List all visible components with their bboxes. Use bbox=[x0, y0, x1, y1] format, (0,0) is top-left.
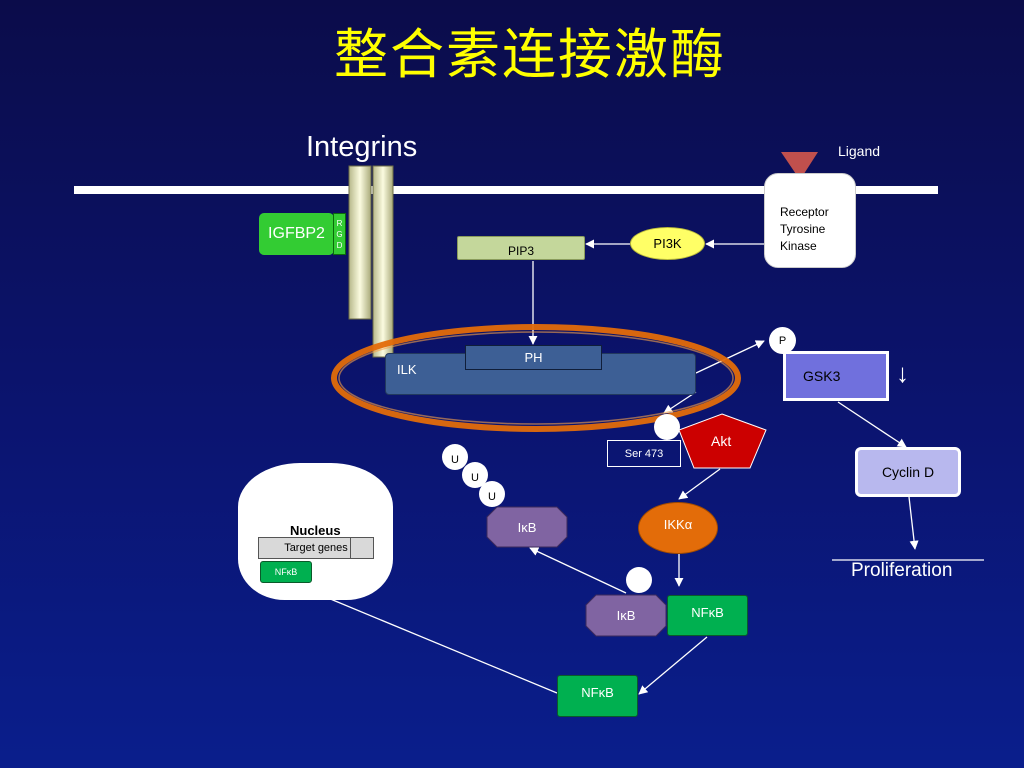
pi3k-label: PI3K bbox=[653, 236, 682, 251]
receptor-label: Receptor Tyrosine Kinase bbox=[780, 205, 829, 253]
gsk3-box: GSK3 bbox=[783, 351, 889, 401]
target-genes-box: Target genes bbox=[258, 537, 374, 559]
p-label: P bbox=[778, 334, 787, 347]
arrow-complex-to-nfkb bbox=[638, 636, 708, 695]
ubiquitin-label-1: U bbox=[451, 454, 459, 466]
target-genes-divider bbox=[350, 537, 351, 559]
ser473-box: Ser 473 bbox=[607, 440, 681, 467]
nfkb-complex-box: NFκB bbox=[667, 595, 748, 636]
arrow-akt-to-ikka bbox=[678, 468, 721, 500]
ikka-ellipse: IKKα bbox=[638, 502, 718, 554]
ubiquitin-label-3: U bbox=[488, 491, 496, 503]
rgd-r: R bbox=[336, 218, 343, 228]
ikb-top-label: IκB bbox=[517, 519, 537, 535]
ubiquitin-circle-1: U bbox=[442, 444, 468, 470]
integrins-label: Integrins bbox=[306, 131, 418, 163]
phosphate-p-circle: P bbox=[769, 327, 796, 354]
ubiquitin-label-2: U bbox=[471, 472, 479, 484]
cyclin-d-label: Cyclin D bbox=[881, 464, 935, 480]
ph-label: PH bbox=[524, 350, 543, 365]
ilk-box bbox=[385, 353, 696, 395]
nfkb-nucleus-box: NFκB bbox=[260, 561, 312, 583]
ikb-bottom-label-wrap: IκB bbox=[586, 595, 666, 636]
nucleus-label: Nucleus bbox=[290, 523, 341, 538]
nfkb-free-label: NFκB bbox=[581, 685, 614, 700]
proliferation-label: Proliferation bbox=[851, 560, 953, 581]
receptor-tyrosine-kinase: Receptor Tyrosine Kinase bbox=[764, 173, 856, 268]
arrow-ilk-to-gsk3 bbox=[695, 340, 765, 374]
gsk3-down-arrow: ↓ bbox=[896, 358, 909, 388]
rgd-box: R G D bbox=[333, 213, 346, 255]
ikka-label: IKKα bbox=[663, 516, 693, 532]
ilk-ring bbox=[331, 324, 741, 432]
pip3-box: PIP3 bbox=[457, 236, 585, 260]
cell-membrane bbox=[74, 186, 938, 194]
ikb-bottom-label: IκB bbox=[616, 608, 636, 623]
ikb-bottom-shape bbox=[585, 594, 667, 637]
ligand-icon bbox=[781, 152, 818, 180]
nfkb-nucleus-label: NFκB bbox=[274, 567, 298, 577]
akt-label: Akt bbox=[711, 433, 732, 449]
line-nfkb-to-nucleus bbox=[327, 597, 558, 694]
cyclin-d-box: Cyclin D bbox=[855, 447, 961, 497]
igfbp2-box: IGFBP2 bbox=[259, 213, 334, 255]
ligand-label: Ligand bbox=[838, 143, 881, 159]
ser473-label: Ser 473 bbox=[624, 447, 664, 460]
ilk-label: ILK bbox=[397, 362, 417, 377]
integrin-alpha-bar bbox=[348, 165, 372, 320]
igfbp2-label: IGFBP2 bbox=[268, 225, 325, 242]
rgd-g: G bbox=[336, 229, 343, 239]
arrow-complex-to-ikb bbox=[529, 547, 627, 594]
ikb-top-shape bbox=[486, 506, 568, 548]
arrow-gsk3-to-cyclin bbox=[837, 401, 907, 448]
ph-domain-box: PH bbox=[465, 345, 602, 370]
arrow-cyclin-to-proliferation bbox=[908, 496, 919, 550]
slide-title: 整合素连接激酶 bbox=[334, 23, 726, 86]
gsk3-label: GSK3 bbox=[803, 368, 841, 384]
target-genes-label: Target genes bbox=[284, 542, 348, 554]
rgd-d: D bbox=[336, 240, 343, 250]
phospho-site-circle bbox=[654, 414, 680, 440]
integrin-beta-bar bbox=[372, 165, 394, 358]
nfkb-complex-label: NFκB bbox=[691, 605, 724, 620]
nfkb-free-box: NFκB bbox=[557, 675, 638, 717]
pip3-label: PIP3 bbox=[507, 244, 534, 258]
ilk-ring-shadow bbox=[338, 331, 734, 425]
ikb-phospho-circle bbox=[626, 567, 652, 593]
pi3k-ellipse: PI3K bbox=[630, 227, 705, 260]
ikb-top-label-wrap: IκB bbox=[487, 507, 567, 547]
ubiquitin-circle-3: U bbox=[479, 481, 505, 507]
akt-pentagon bbox=[678, 413, 767, 469]
arrow-ilk-to-akt bbox=[663, 391, 697, 414]
